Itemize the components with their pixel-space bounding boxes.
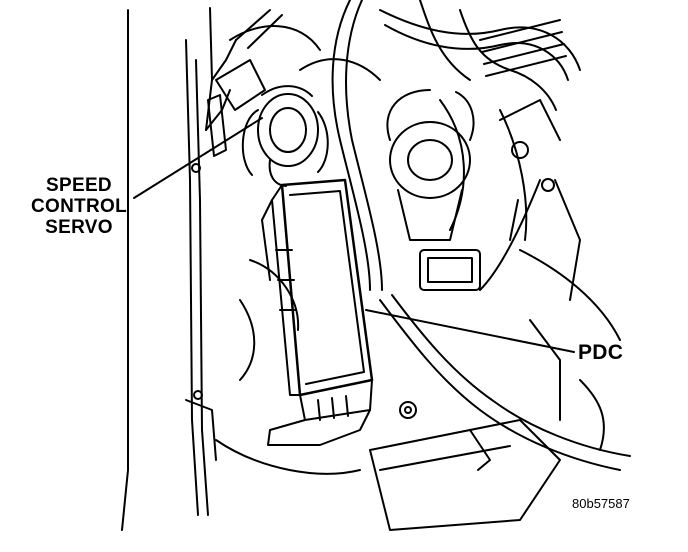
shroud-bracket bbox=[207, 9, 283, 157]
leader-lines bbox=[133, 117, 575, 353]
hoses bbox=[229, 0, 631, 471]
pdc-leader-line bbox=[365, 309, 575, 353]
lower-components bbox=[215, 259, 605, 531]
pdc-box bbox=[261, 178, 374, 446]
figure-id: 80b57587 bbox=[572, 496, 630, 511]
pdc-callout: PDC bbox=[578, 341, 624, 364]
servo-callout-line3: SERVO bbox=[45, 217, 113, 238]
wiring-harness bbox=[479, 19, 567, 241]
speed-control-servo bbox=[241, 85, 329, 187]
speed-control-servo-callout: SPEED CONTROL SERVO bbox=[14, 175, 144, 238]
servo-callout-line1: SPEED bbox=[46, 175, 112, 196]
servo-callout-line2: CONTROL bbox=[30, 196, 128, 217]
brake-booster bbox=[386, 89, 481, 291]
servo-leader-line bbox=[133, 117, 263, 199]
